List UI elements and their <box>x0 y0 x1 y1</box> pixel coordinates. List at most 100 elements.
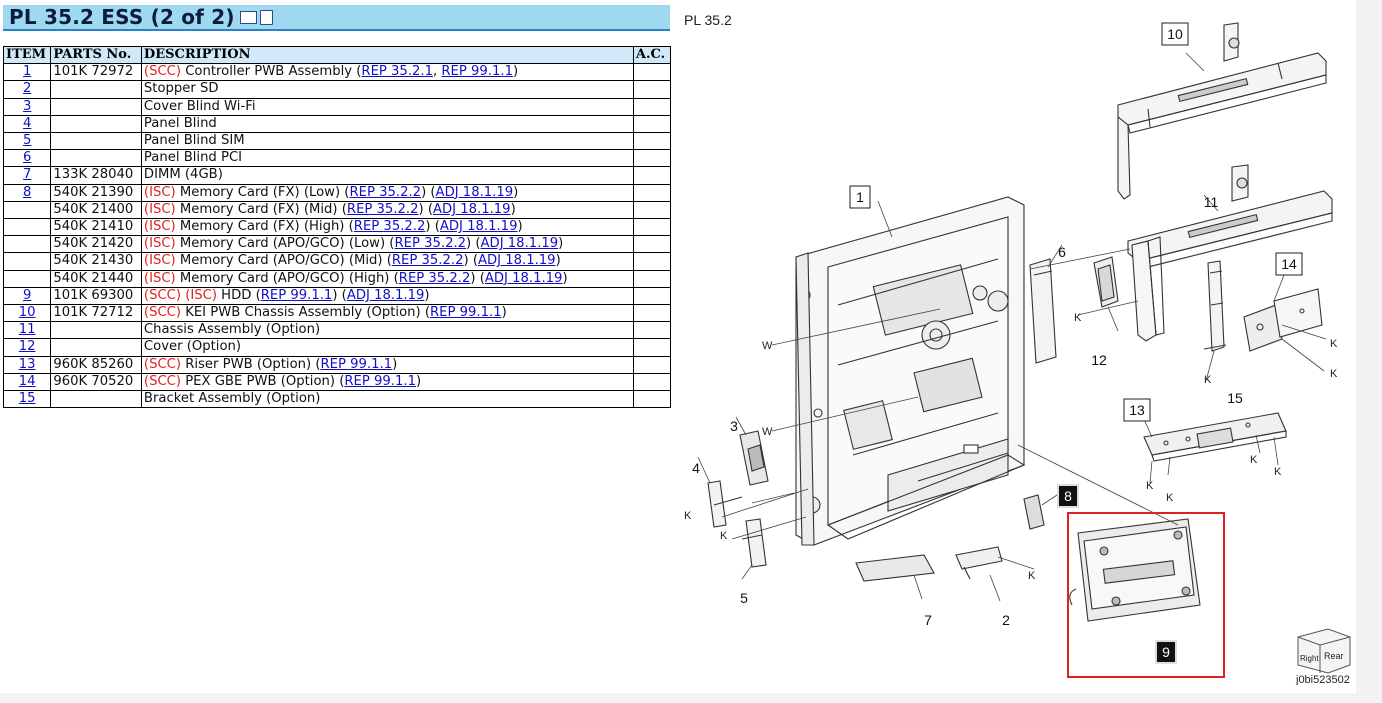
callout-number: 10 <box>1167 26 1183 42</box>
ac-cell <box>632 390 672 409</box>
callout-3: 3 <box>730 418 738 434</box>
callout-15: 15 <box>1227 390 1243 406</box>
adjustment-link[interactable]: ADJ 18.1.19 <box>477 253 556 269</box>
item-number-link[interactable]: 5 <box>22 133 32 149</box>
item-number-link[interactable]: 15 <box>18 391 36 407</box>
adjustment-link[interactable]: ADJ 18.1.19 <box>346 287 425 303</box>
item-number-cell <box>2 200 52 220</box>
orientation-rear-label: Rear <box>1324 651 1344 661</box>
description-text: Riser PWB (Option) ( <box>185 356 321 372</box>
description-cell: (ISC) Memory Card (FX) (Mid) (REP 35.2.2… <box>140 200 634 220</box>
document-icon[interactable] <box>259 9 273 25</box>
callout-12: 12 <box>1091 352 1107 368</box>
table-row: 11 Chassis Assembly (Option) <box>2 321 672 340</box>
repair-procedure-link[interactable]: REP 35.2.2 <box>346 201 419 217</box>
callout-number: 2 <box>1002 612 1010 628</box>
item-number-link[interactable]: 12 <box>18 339 36 355</box>
service-code-tag: (SCC) <box>143 373 181 389</box>
parts-number-cell <box>50 338 142 357</box>
callout-14: 14 <box>1275 252 1303 276</box>
fastener-label: K <box>1330 368 1338 380</box>
callout-5: 5 <box>740 590 748 606</box>
panel-blind-sim-5 <box>741 518 767 568</box>
description-text: Panel Blind SIM <box>143 133 245 149</box>
exploded-diagram-pane: PL 35.2 <box>678 5 1356 686</box>
adjustment-link[interactable]: ADJ 18.1.19 <box>480 236 559 252</box>
adjustment-link[interactable]: ADJ 18.1.19 <box>484 270 563 286</box>
description-cell: Chassis Assembly (Option) <box>140 321 634 340</box>
repair-procedure-link[interactable]: REP 35.2.2 <box>349 184 422 200</box>
repair-procedure-link[interactable]: REP 35.2.2 <box>391 253 464 269</box>
item-number-link[interactable]: 1 <box>22 64 32 80</box>
hdd-9 <box>1069 518 1201 622</box>
adjustment-link[interactable]: ADJ 18.1.19 <box>432 201 511 217</box>
callout-number: 11 <box>1204 194 1219 210</box>
description-text: Panel Blind <box>143 115 217 131</box>
description-text: Memory Card (FX) (High) ( <box>179 219 354 235</box>
page-title: PL 35.2 ESS (2 of 2) <box>9 5 235 29</box>
callout-box <box>1155 640 1177 664</box>
item-number-link[interactable]: 6 <box>22 150 32 166</box>
parts-number-cell <box>50 80 142 99</box>
memory-card-8 <box>1023 494 1045 530</box>
callout-number: 9 <box>1162 644 1170 660</box>
service-code-tag: (ISC) <box>143 184 176 200</box>
repair-procedure-link[interactable]: REP 35.2.2 <box>398 270 471 286</box>
ac-cell <box>632 269 672 288</box>
description-cell: (ISC) Memory Card (APO/GCO) (High) (REP … <box>140 269 634 288</box>
item-number-link[interactable]: 11 <box>18 322 36 338</box>
parts-number-cell <box>50 97 142 116</box>
item-number-link[interactable]: 13 <box>18 356 36 372</box>
panel-blind-pci-6 <box>1029 258 1057 364</box>
description-text: Memory Card (APO/GCO) (Low) ( <box>179 236 395 252</box>
item-number-link[interactable]: 4 <box>22 115 32 131</box>
description-cell: (SCC) KEI PWB Chassis Assembly (Option) … <box>140 304 634 323</box>
item-number-link[interactable]: 14 <box>18 373 36 389</box>
item-number-link[interactable]: 2 <box>22 81 32 97</box>
description-cell: Cover (Option) <box>140 338 634 357</box>
window-icon[interactable] <box>239 10 257 24</box>
repair-procedure-link[interactable]: REP 35.2.1 <box>361 64 433 80</box>
cover-12 <box>1093 256 1119 308</box>
ac-cell <box>632 372 672 392</box>
chassis-assembly-11 <box>1127 164 1333 342</box>
repair-procedure-link[interactable]: REP 99.1.1 <box>260 287 333 303</box>
fastener-label: K <box>1146 480 1154 492</box>
parts-number-cell: 540K 21400 <box>50 200 142 220</box>
description-tail: ) <box>562 270 568 286</box>
callout-number: 6 <box>1058 244 1066 260</box>
description-tail: ) <box>555 253 561 269</box>
description-text: Panel Blind PCI <box>143 150 243 166</box>
item-number-link[interactable]: 9 <box>22 287 32 303</box>
item-number-link[interactable]: 8 <box>22 184 32 200</box>
adjustment-link[interactable]: ADJ 18.1.19 <box>435 184 514 200</box>
item-number-link[interactable]: 3 <box>22 98 32 114</box>
parts-number-cell: 133K 28040 <box>50 166 142 185</box>
parts-table-header: ITEM PARTS No. DESCRIPTION A.C. <box>2 45 672 65</box>
adjustment-link[interactable]: ADJ 18.1.19 <box>439 219 518 235</box>
header-description: DESCRIPTION <box>140 45 634 65</box>
fastener-label: K <box>1074 312 1082 324</box>
header-item: ITEM <box>2 45 52 65</box>
item-number-link[interactable]: 10 <box>18 305 36 321</box>
item-number-cell: 13 <box>2 355 52 374</box>
ac-cell <box>632 304 672 323</box>
repair-procedure-link[interactable]: REP 99.1.1 <box>441 64 513 80</box>
description-cell: (SCC) (ISC) HDD (REP 99.1.1) (ADJ 18.1.1… <box>140 286 634 306</box>
item-number-link[interactable]: 7 <box>22 167 32 183</box>
repair-procedure-link[interactable]: REP 35.2.2 <box>394 236 467 252</box>
description-cell: Cover Blind Wi-Fi <box>140 97 634 116</box>
repair-procedure-link[interactable]: REP 35.2.2 <box>353 219 426 235</box>
repair-procedure-link[interactable]: REP 99.1.1 <box>430 305 502 321</box>
description-cell: (SCC) Riser PWB (Option) (REP 99.1.1) <box>140 355 634 374</box>
ac-cell <box>632 235 672 254</box>
item-number-cell: 8 <box>2 183 52 202</box>
service-code-tag: (SCC) <box>143 287 181 303</box>
repair-procedure-link[interactable]: REP 99.1.1 <box>320 356 393 372</box>
description-tail: ) <box>512 64 519 80</box>
ac-cell <box>632 218 672 237</box>
repair-procedure-link[interactable]: REP 99.1.1 <box>344 373 416 389</box>
